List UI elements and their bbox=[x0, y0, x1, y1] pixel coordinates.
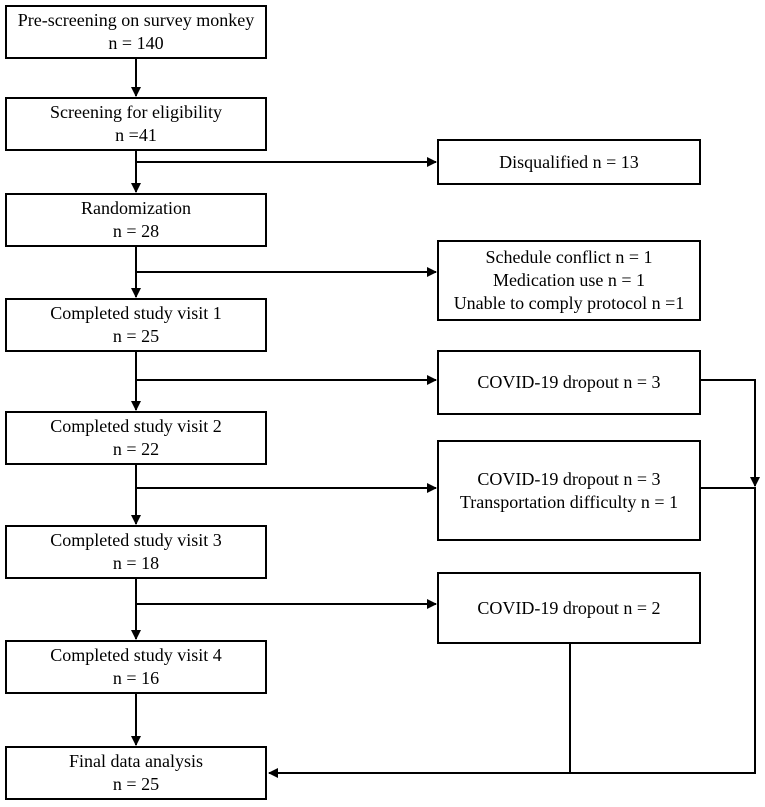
visit4-label: Completed study visit 4 bbox=[50, 645, 222, 665]
visit3-dropout-label: COVID-19 dropout n = 2 bbox=[477, 597, 661, 618]
visit4-count: n = 16 bbox=[112, 668, 160, 688]
randomization-exclusion-box: Schedule conflict n = 1 Medication use n… bbox=[437, 240, 701, 321]
final-analysis-box: Final data analysis n = 25 bbox=[5, 746, 267, 800]
disqualified-label: Disqualified n = 13 bbox=[499, 151, 639, 172]
visit3-label: Completed study visit 3 bbox=[50, 530, 222, 550]
visit3-count: n = 18 bbox=[112, 553, 160, 573]
screening-label: Screening for eligibility bbox=[50, 102, 222, 122]
visit2-transport-label: Transportation difficulty n = 1 bbox=[459, 491, 679, 512]
visit3-dropout-box: COVID-19 dropout n = 2 bbox=[437, 572, 701, 644]
visit2-count: n = 22 bbox=[112, 439, 160, 459]
return-line-visit2-dropout bbox=[268, 487, 756, 778]
visit2-label: Completed study visit 2 bbox=[50, 416, 222, 436]
return-line-visit1-dropout bbox=[701, 379, 760, 487]
visit4-box: Completed study visit 4 n = 16 bbox=[5, 640, 267, 694]
prescreening-count: n = 140 bbox=[108, 33, 164, 53]
randomization-box: Randomization n = 28 bbox=[5, 193, 267, 247]
screening-box: Screening for eligibility n =41 bbox=[5, 97, 267, 151]
visit1-label: Completed study visit 1 bbox=[50, 303, 222, 323]
visit2-covid-label: COVID-19 dropout n = 3 bbox=[477, 468, 661, 489]
visit2-box: Completed study visit 2 n = 22 bbox=[5, 411, 267, 465]
screening-count: n =41 bbox=[115, 125, 157, 145]
visit1-box: Completed study visit 1 n = 25 bbox=[5, 298, 267, 352]
randomization-count: n = 28 bbox=[112, 221, 160, 241]
visit1-count: n = 25 bbox=[112, 326, 160, 346]
visit1-dropout-label: COVID-19 dropout n = 3 bbox=[477, 372, 661, 392]
visit1-dropout-box: COVID-19 dropout n = 3 bbox=[437, 350, 701, 415]
visit2-dropout-box: COVID-19 dropout n = 3 Transportation di… bbox=[437, 440, 701, 541]
disqualified-box: Disqualified n = 13 bbox=[437, 139, 701, 185]
randomization-label: Randomization bbox=[81, 198, 191, 218]
medication-use-label: Medication use n = 1 bbox=[492, 270, 646, 290]
final-analysis-label: Final data analysis bbox=[69, 751, 203, 771]
unable-comply-label: Unable to comply protocol n =1 bbox=[453, 293, 685, 313]
prescreening-label: Pre-screening on survey monkey bbox=[17, 10, 255, 30]
schedule-conflict-label: Schedule conflict n = 1 bbox=[485, 247, 653, 267]
final-analysis-count: n = 25 bbox=[112, 774, 160, 794]
prescreening-box: Pre-screening on survey monkey n = 140 bbox=[5, 5, 267, 59]
visit3-box: Completed study visit 3 n = 18 bbox=[5, 525, 267, 579]
